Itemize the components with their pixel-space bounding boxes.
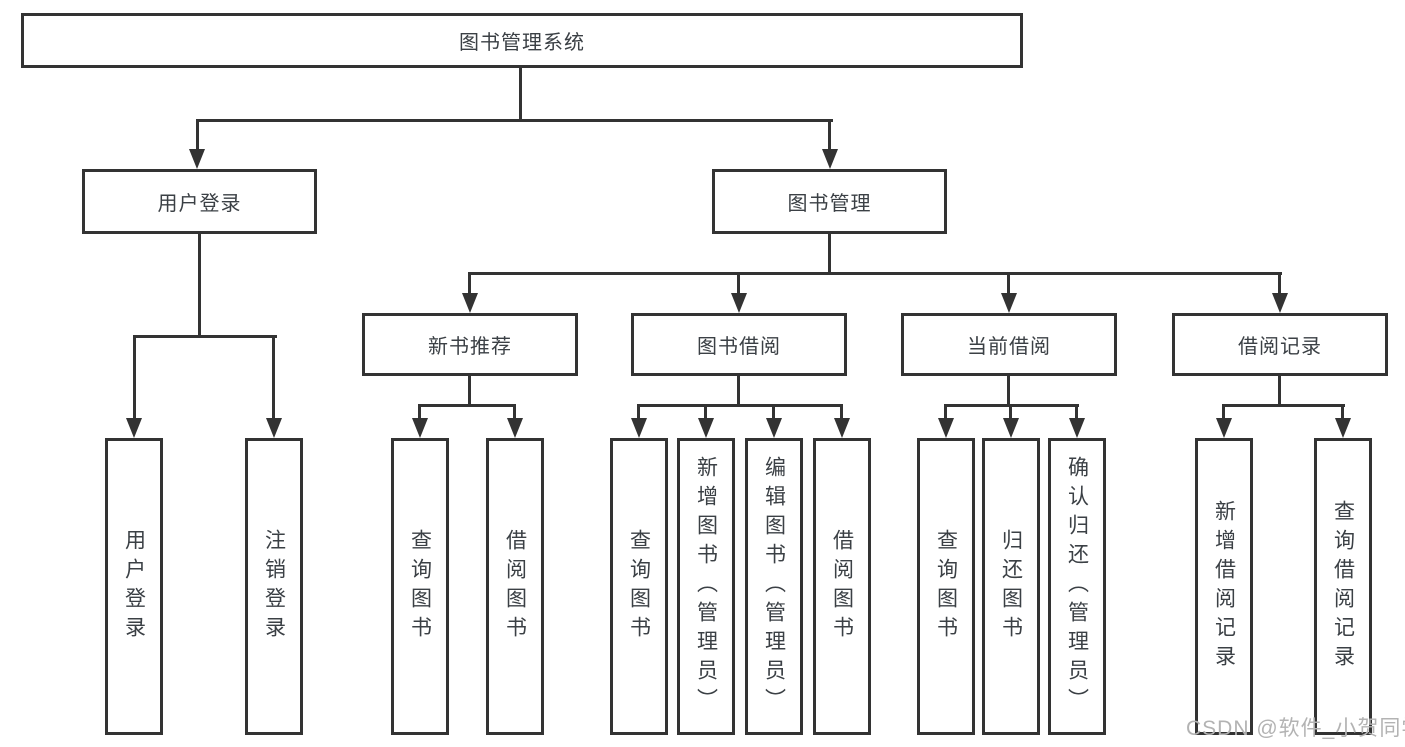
edge-current-trunk	[1007, 376, 1010, 404]
node-label: 图书借阅	[697, 336, 781, 358]
leaf-edit-books-admin: 编辑图书（管理员）	[745, 438, 803, 735]
leaf-label: 查询图书	[627, 528, 651, 645]
arrow-down-icon	[266, 418, 282, 438]
edge-bookmgmt-drop-2	[737, 272, 740, 293]
edge-records-drop-1	[1222, 404, 1225, 418]
arrow-down-icon	[1335, 418, 1351, 438]
node-library-management-system: 图书管理系统	[21, 13, 1023, 68]
edge-borrow-trunk	[737, 376, 740, 404]
arrow-down-icon	[938, 418, 954, 438]
edge-recommend-trunk	[468, 376, 471, 404]
leaf-borrow-books-recommend: 借阅图书	[486, 438, 544, 735]
node-label: 用户登录	[157, 193, 242, 215]
node-label: 新书推荐	[428, 336, 512, 358]
edge-records-trunk	[1278, 376, 1281, 404]
leaf-label: 借阅图书	[830, 528, 854, 645]
edge-root-drop-left	[196, 119, 199, 149]
edge-root-bar	[196, 119, 833, 122]
edge-bookmgmt-bar	[468, 272, 1282, 275]
leaf-label: 编辑图书（管理员）	[762, 456, 786, 717]
node-current-borrow: 当前借阅	[901, 313, 1117, 376]
edge-recommend-drop-1	[418, 404, 421, 418]
edge-current-drop-3	[1075, 404, 1078, 418]
leaf-add-books-admin: 新增图书（管理员）	[677, 438, 735, 735]
edge-borrow-drop-2	[704, 404, 707, 418]
arrow-down-icon	[731, 293, 747, 313]
edge-borrow-drop-3	[772, 404, 775, 418]
edge-bookmgmt-drop-4	[1278, 272, 1281, 293]
edge-recommend-drop-2	[513, 404, 516, 418]
leaf-query-books-borrow: 查询图书	[610, 438, 668, 735]
edge-recommend-bar	[418, 404, 516, 407]
leaf-query-books-recommend: 查询图书	[391, 438, 449, 735]
arrow-down-icon	[507, 418, 523, 438]
arrow-down-icon	[412, 418, 428, 438]
leaf-label: 新增图书（管理员）	[694, 456, 718, 717]
leaf-label: 新增借阅记录	[1212, 499, 1236, 674]
arrow-down-icon	[126, 418, 142, 438]
leaf-confirm-return-admin: 确认归还（管理员）	[1048, 438, 1106, 735]
arrow-down-icon	[1003, 418, 1019, 438]
edge-borrow-bar	[637, 404, 842, 407]
edge-borrow-drop-4	[840, 404, 843, 418]
arrow-down-icon	[1272, 293, 1288, 313]
leaf-label: 归还图书	[999, 528, 1023, 645]
edge-bookmgmt-trunk	[828, 234, 831, 272]
edge-current-drop-1	[944, 404, 947, 418]
arrow-down-icon	[1069, 418, 1085, 438]
node-book-management: 图书管理	[712, 169, 947, 234]
edge-records-drop-2	[1341, 404, 1344, 418]
leaf-add-borrow-record: 新增借阅记录	[1195, 438, 1253, 735]
node-new-book-recommend: 新书推荐	[362, 313, 578, 376]
csdn-watermark: CSDN @软件_小贺同学	[1186, 717, 1405, 740]
arrow-down-icon	[822, 149, 838, 169]
leaf-borrow-books: 借阅图书	[813, 438, 871, 735]
leaf-label: 借阅图书	[503, 528, 527, 645]
leaf-label: 确认归还（管理员）	[1065, 456, 1089, 717]
arrow-down-icon	[698, 418, 714, 438]
leaf-query-borrow-record: 查询借阅记录	[1314, 438, 1372, 735]
edge-records-bar	[1222, 404, 1345, 407]
leaf-label: 查询借阅记录	[1331, 499, 1355, 674]
edge-userlogin-bar	[133, 335, 277, 338]
arrow-down-icon	[834, 418, 850, 438]
edge-root-drop-right	[828, 119, 831, 149]
leaf-logout: 注销登录	[245, 438, 303, 735]
edge-root-trunk	[519, 68, 522, 119]
arrow-down-icon	[1216, 418, 1232, 438]
leaf-user-login: 用户登录	[105, 438, 163, 735]
edge-userlogin-trunk	[198, 233, 201, 335]
arrow-down-icon	[766, 418, 782, 438]
edge-bookmgmt-drop-1	[468, 272, 471, 293]
arrow-down-icon	[189, 149, 205, 169]
arrow-down-icon	[1001, 293, 1017, 313]
leaf-label: 注销登录	[262, 528, 286, 645]
leaf-label: 查询图书	[408, 528, 432, 645]
node-label: 借阅记录	[1238, 336, 1322, 358]
arrow-down-icon	[631, 418, 647, 438]
node-label: 图书管理	[787, 193, 872, 215]
leaf-label: 查询图书	[934, 528, 958, 645]
leaf-query-books-current: 查询图书	[917, 438, 975, 735]
node-book-borrow: 图书借阅	[631, 313, 847, 376]
edge-borrow-drop-1	[637, 404, 640, 418]
arrow-down-icon	[462, 293, 478, 313]
leaf-return-books: 归还图书	[982, 438, 1040, 735]
node-user-login: 用户登录	[82, 169, 317, 234]
node-borrow-records: 借阅记录	[1172, 313, 1388, 376]
edge-userlogin-drop-2	[272, 335, 275, 418]
edge-current-drop-2	[1009, 404, 1012, 418]
node-label: 当前借阅	[967, 336, 1051, 358]
edge-userlogin-drop-1	[133, 335, 136, 418]
edge-bookmgmt-drop-3	[1007, 272, 1010, 293]
node-label: 图书管理系统	[459, 32, 585, 54]
leaf-label: 用户登录	[122, 528, 146, 645]
